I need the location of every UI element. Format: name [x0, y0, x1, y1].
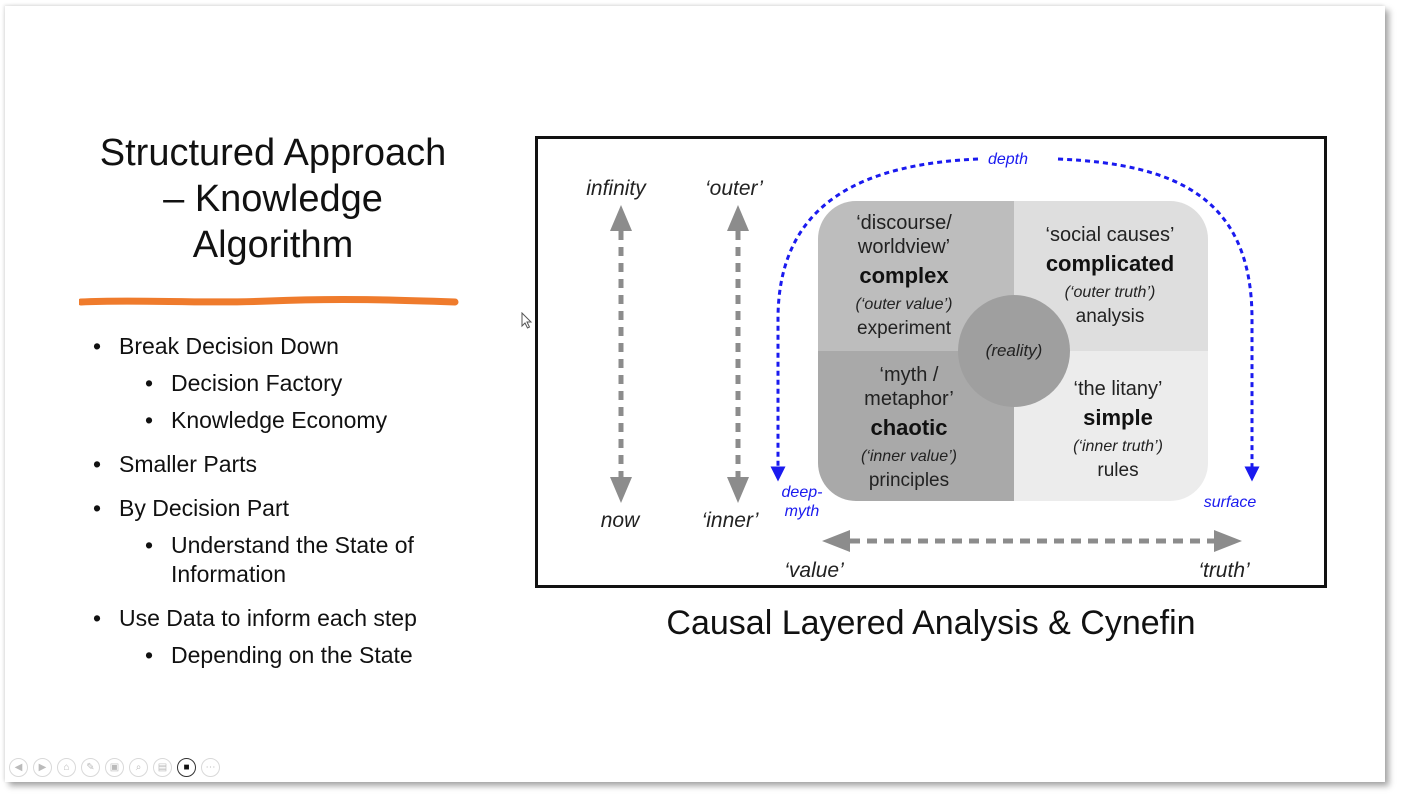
complicated-quote: ‘social causes’: [1046, 224, 1175, 246]
bullet-item: •Break Decision Down: [93, 333, 339, 359]
presentation-toolbar: ◀ ▶ ⌂ ✎ ▣ ⌕ ▤ ■ ⋯: [9, 758, 220, 777]
simple-method: rules: [1097, 460, 1138, 481]
simple-name: simple: [1083, 405, 1153, 430]
title-underline: [79, 295, 459, 306]
complex-name: complex: [859, 263, 949, 288]
diagram-canvas: (reality) ‘discourse/ worldview’ complex…: [586, 151, 1260, 582]
pen-icon[interactable]: ✎: [81, 758, 100, 777]
inner-axis-label: ‘inner’: [702, 509, 759, 532]
slides-icon[interactable]: ⌂: [57, 758, 76, 777]
previous-icon[interactable]: ◀: [9, 758, 28, 777]
cynefin-quadrants: (reality): [818, 201, 1208, 501]
complex-quote-line2: worldview’: [857, 236, 950, 258]
complicated-sub: (‘outer truth’): [1065, 284, 1156, 301]
bullet-item: •Smaller Parts: [93, 451, 258, 477]
complicated-method: analysis: [1076, 306, 1145, 327]
bullet-item: •Use Data to inform each step: [93, 605, 417, 631]
more-icon[interactable]: ⋯: [201, 758, 220, 777]
underline-stroke: [79, 295, 459, 306]
chaotic-quote-line1: ‘myth /: [880, 364, 939, 386]
truth-label: ‘truth’: [1198, 559, 1250, 582]
chaotic-method: principles: [869, 470, 949, 491]
time-axis-bottom-label: now: [601, 509, 641, 532]
chaotic-quote-line2: metaphor’: [864, 388, 954, 410]
subtitles-icon[interactable]: ▤: [153, 758, 172, 777]
complex-method: experiment: [857, 318, 952, 339]
value-label: ‘value’: [784, 559, 844, 582]
sub-bullet-item: •Knowledge Economy: [145, 407, 388, 433]
reality-circle: [958, 295, 1070, 407]
depth-label: depth: [988, 151, 1028, 168]
outer-axis-label: ‘outer’: [705, 177, 763, 200]
complex-sub: (‘outer value’): [856, 296, 953, 313]
surface-label: surface: [1204, 494, 1257, 511]
time-axis-top-label: infinity: [586, 177, 647, 200]
mouse-pointer-icon: [521, 312, 533, 329]
camera-icon[interactable]: ■: [177, 758, 196, 777]
outer-inner-axis: ‘outer’ ‘inner’: [702, 177, 764, 532]
cla-cynefin-diagram: (reality) ‘discourse/ worldview’ complex…: [535, 136, 1327, 588]
screens-icon[interactable]: ▣: [105, 758, 124, 777]
complicated-name: complicated: [1046, 251, 1174, 276]
depth-arc: depth deep- myth surface: [770, 151, 1260, 520]
value-truth-axis: ‘value’ ‘truth’: [784, 530, 1250, 582]
deep-myth-label-line1: deep-: [782, 484, 823, 501]
sub-bullet-item: •Understand the State of: [145, 532, 414, 558]
complex-quote-line1: ‘discourse/: [856, 212, 952, 234]
diagram-caption: Causal Layered Analysis & Cynefin: [666, 604, 1196, 642]
sub-bullet-continuation: Information: [171, 561, 287, 587]
simple-quote: ‘the litany’: [1074, 378, 1163, 400]
time-axis: infinity now: [586, 177, 647, 532]
slide: Structured Approach – Knowledge Algorith…: [5, 6, 1385, 782]
bullet-item: •By Decision Part: [93, 495, 290, 521]
sub-bullet-item: •Depending on the State: [145, 642, 413, 668]
reality-label: (reality): [986, 341, 1043, 360]
simple-sub: (‘inner truth’): [1073, 438, 1163, 455]
deep-myth-label-line2: myth: [785, 503, 820, 520]
sub-bullet-item: •Decision Factory: [145, 370, 343, 396]
chaotic-sub: (‘inner value’): [861, 448, 957, 465]
slide-title: Structured Approach – Knowledge Algorith…: [99, 132, 447, 266]
zoom-icon[interactable]: ⌕: [129, 758, 148, 777]
chaotic-name: chaotic: [870, 415, 947, 440]
next-icon[interactable]: ▶: [33, 758, 52, 777]
